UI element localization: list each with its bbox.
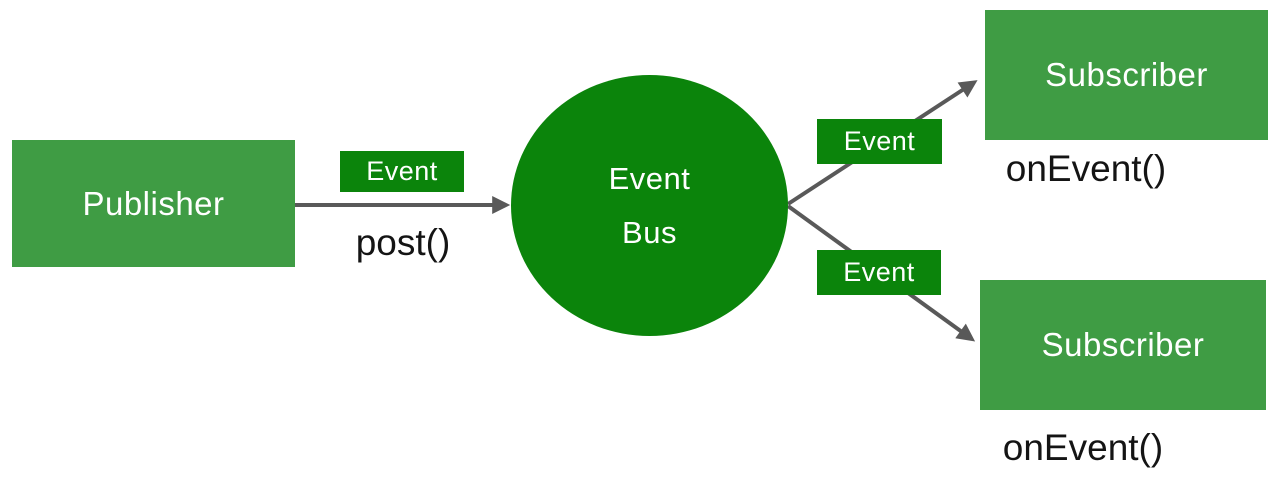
subscriber-box-bottom: Subscriber: [980, 280, 1266, 410]
onevent-method-label-bottom: onEvent(): [1002, 427, 1164, 468]
event-bus-label-line2: Bus: [622, 214, 677, 250]
event-badge-subscriber-top: Event: [817, 119, 942, 164]
event-badge-subscriber-top-label: Event: [843, 126, 916, 156]
event-badge-subscriber-bottom-label: Event: [843, 257, 915, 287]
event-badge-subscriber-bottom: Event: [817, 250, 941, 295]
publisher-box: Publisher: [12, 140, 295, 267]
subscriber-top-label: Subscriber: [1045, 56, 1208, 93]
subscriber-bottom-label: Subscriber: [1041, 326, 1205, 363]
post-method-label: post(): [355, 222, 451, 263]
event-bus-circle: Event Bus: [511, 75, 788, 336]
onevent-method-label-top: onEvent(): [1005, 148, 1167, 189]
event-bus-label-line1: Event: [608, 160, 691, 196]
event-badge-post: Event: [340, 151, 464, 192]
publisher-label: Publisher: [82, 184, 225, 222]
event-badge-post-label: Event: [366, 156, 438, 186]
subscriber-box-top: Subscriber: [985, 10, 1268, 140]
